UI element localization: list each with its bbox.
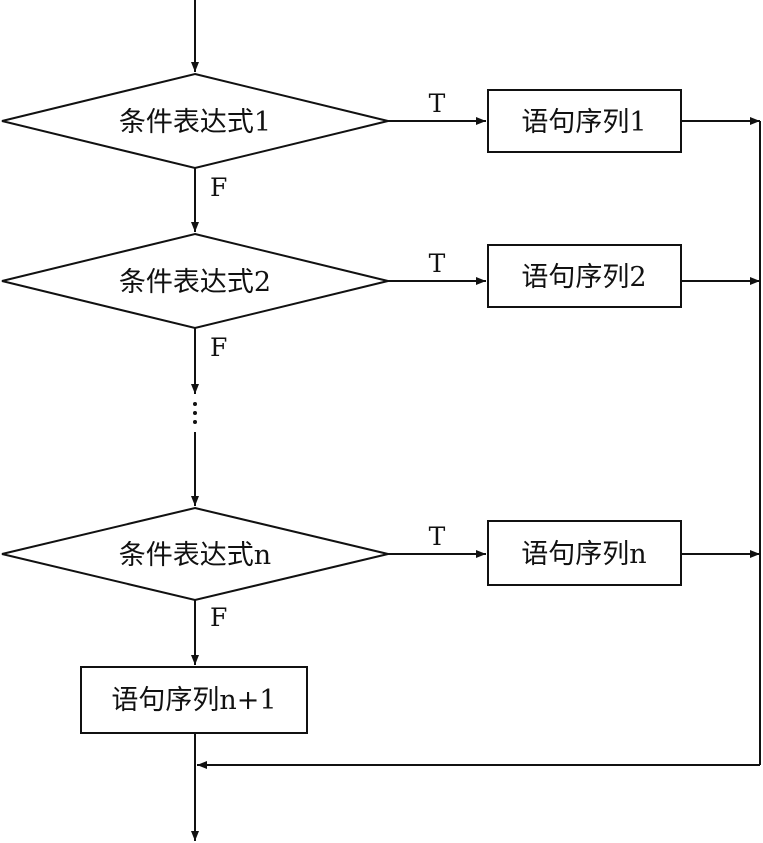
true-label-2: T — [429, 249, 446, 278]
true-label-n: T — [429, 522, 446, 551]
statement-label-1: 语句序列1 — [521, 107, 646, 138]
condition-label-1: 条件表达式1 — [119, 107, 271, 138]
statement-box-1 — [487, 89, 682, 153]
else-statement-label: 语句序列n+1 — [111, 685, 276, 716]
false-label-n: F — [210, 603, 227, 632]
statement-box-n — [487, 520, 682, 586]
condition-label-2: 条件表达式2 — [119, 267, 271, 298]
false-label-1: F — [210, 173, 227, 202]
ellipsis-dots — [193, 402, 197, 424]
true-label-1: T — [429, 89, 446, 118]
statement-box-2 — [487, 244, 682, 308]
condition-label-n: 条件表达式n — [119, 540, 271, 571]
statement-label-2: 语句序列2 — [521, 262, 646, 293]
else-statement-box — [80, 666, 308, 734]
statement-label-n: 语句序列n — [521, 539, 646, 570]
false-label-2: F — [210, 333, 227, 362]
